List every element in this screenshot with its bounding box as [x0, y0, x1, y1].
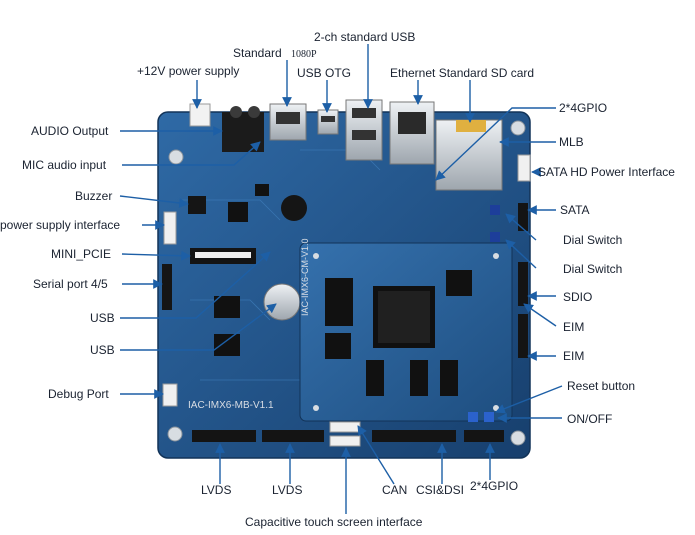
- power-jack: [189, 103, 211, 127]
- label-dial-switch-2: Dial Switch: [563, 262, 623, 276]
- label-usb-otg: USB OTG: [297, 66, 352, 80]
- small-chips: [188, 184, 269, 356]
- ethernet-port: [389, 101, 435, 165]
- label-audio-output: AUDIO Output: [31, 124, 109, 138]
- label-lvds-2: LVDS: [272, 483, 303, 497]
- label-12v-power: +12V power supply: [137, 64, 240, 78]
- label-2ch-usb: 2-ch standard USB: [314, 30, 416, 44]
- label-debug-port: Debug Port: [48, 387, 109, 401]
- bottom-headers: [192, 421, 504, 447]
- label-reset-button: Reset button: [567, 379, 636, 393]
- label-ethernet-sd: Ethernet Standard SD card: [390, 66, 535, 80]
- core-module: [299, 242, 513, 422]
- board-silk-mb: IAC-IMX6-MB-V1.1: [188, 400, 274, 411]
- label-sata: SATA: [560, 203, 590, 217]
- right-headers: [468, 154, 531, 422]
- label-csi-dsi: CSI&DSI: [416, 483, 465, 497]
- label-1080p: 1080P: [291, 49, 317, 60]
- label-usb-2: USB: [90, 343, 115, 357]
- label-can: CAN: [382, 483, 408, 497]
- audio-jacks: [222, 106, 264, 152]
- label-power-interface: power supply interface: [0, 218, 121, 232]
- label-eim-2: EIM: [563, 349, 585, 363]
- label-touch-interface: Capacitive touch screen interface: [245, 515, 423, 529]
- label-dial-switch-1: Dial Switch: [563, 233, 623, 247]
- battery: [263, 283, 301, 321]
- label-2x4gpio-bottom: 2*4GPIO: [470, 479, 519, 493]
- label-buzzer: Buzzer: [75, 189, 113, 203]
- label-mini-pcie: MINI_PCIE: [51, 247, 112, 261]
- board-silk-cm: IAC-IMX6-CM-V1.0: [300, 238, 310, 316]
- label-2x4gpio-top: 2*4GPIO: [559, 101, 608, 115]
- label-eim-1: EIM: [563, 320, 585, 334]
- label-usb-1: USB: [90, 311, 115, 325]
- label-standard: Standard: [233, 46, 282, 60]
- label-mlb: MLB: [559, 135, 584, 149]
- mini-pcie-slot: [190, 248, 256, 264]
- label-sata-power: SATA HD Power Interface: [538, 165, 675, 179]
- label-mic-input: MIC audio input: [22, 158, 107, 172]
- label-sdio: SDIO: [563, 290, 593, 304]
- label-serial-port: Serial port 4/5: [33, 277, 108, 291]
- label-on-off: ON/OFF: [567, 412, 613, 426]
- leader-arrows: [119, 44, 563, 514]
- buzzer: [281, 195, 307, 221]
- power-connector-left: [163, 211, 177, 245]
- label-lvds-1: LVDS: [201, 483, 232, 497]
- serial-header: [162, 264, 172, 310]
- debug-connector: [162, 383, 178, 407]
- usb-otg-port: [317, 109, 339, 135]
- sd-card-slot: [435, 119, 503, 191]
- hdmi-port: [269, 103, 307, 141]
- usb-stack: [345, 99, 383, 161]
